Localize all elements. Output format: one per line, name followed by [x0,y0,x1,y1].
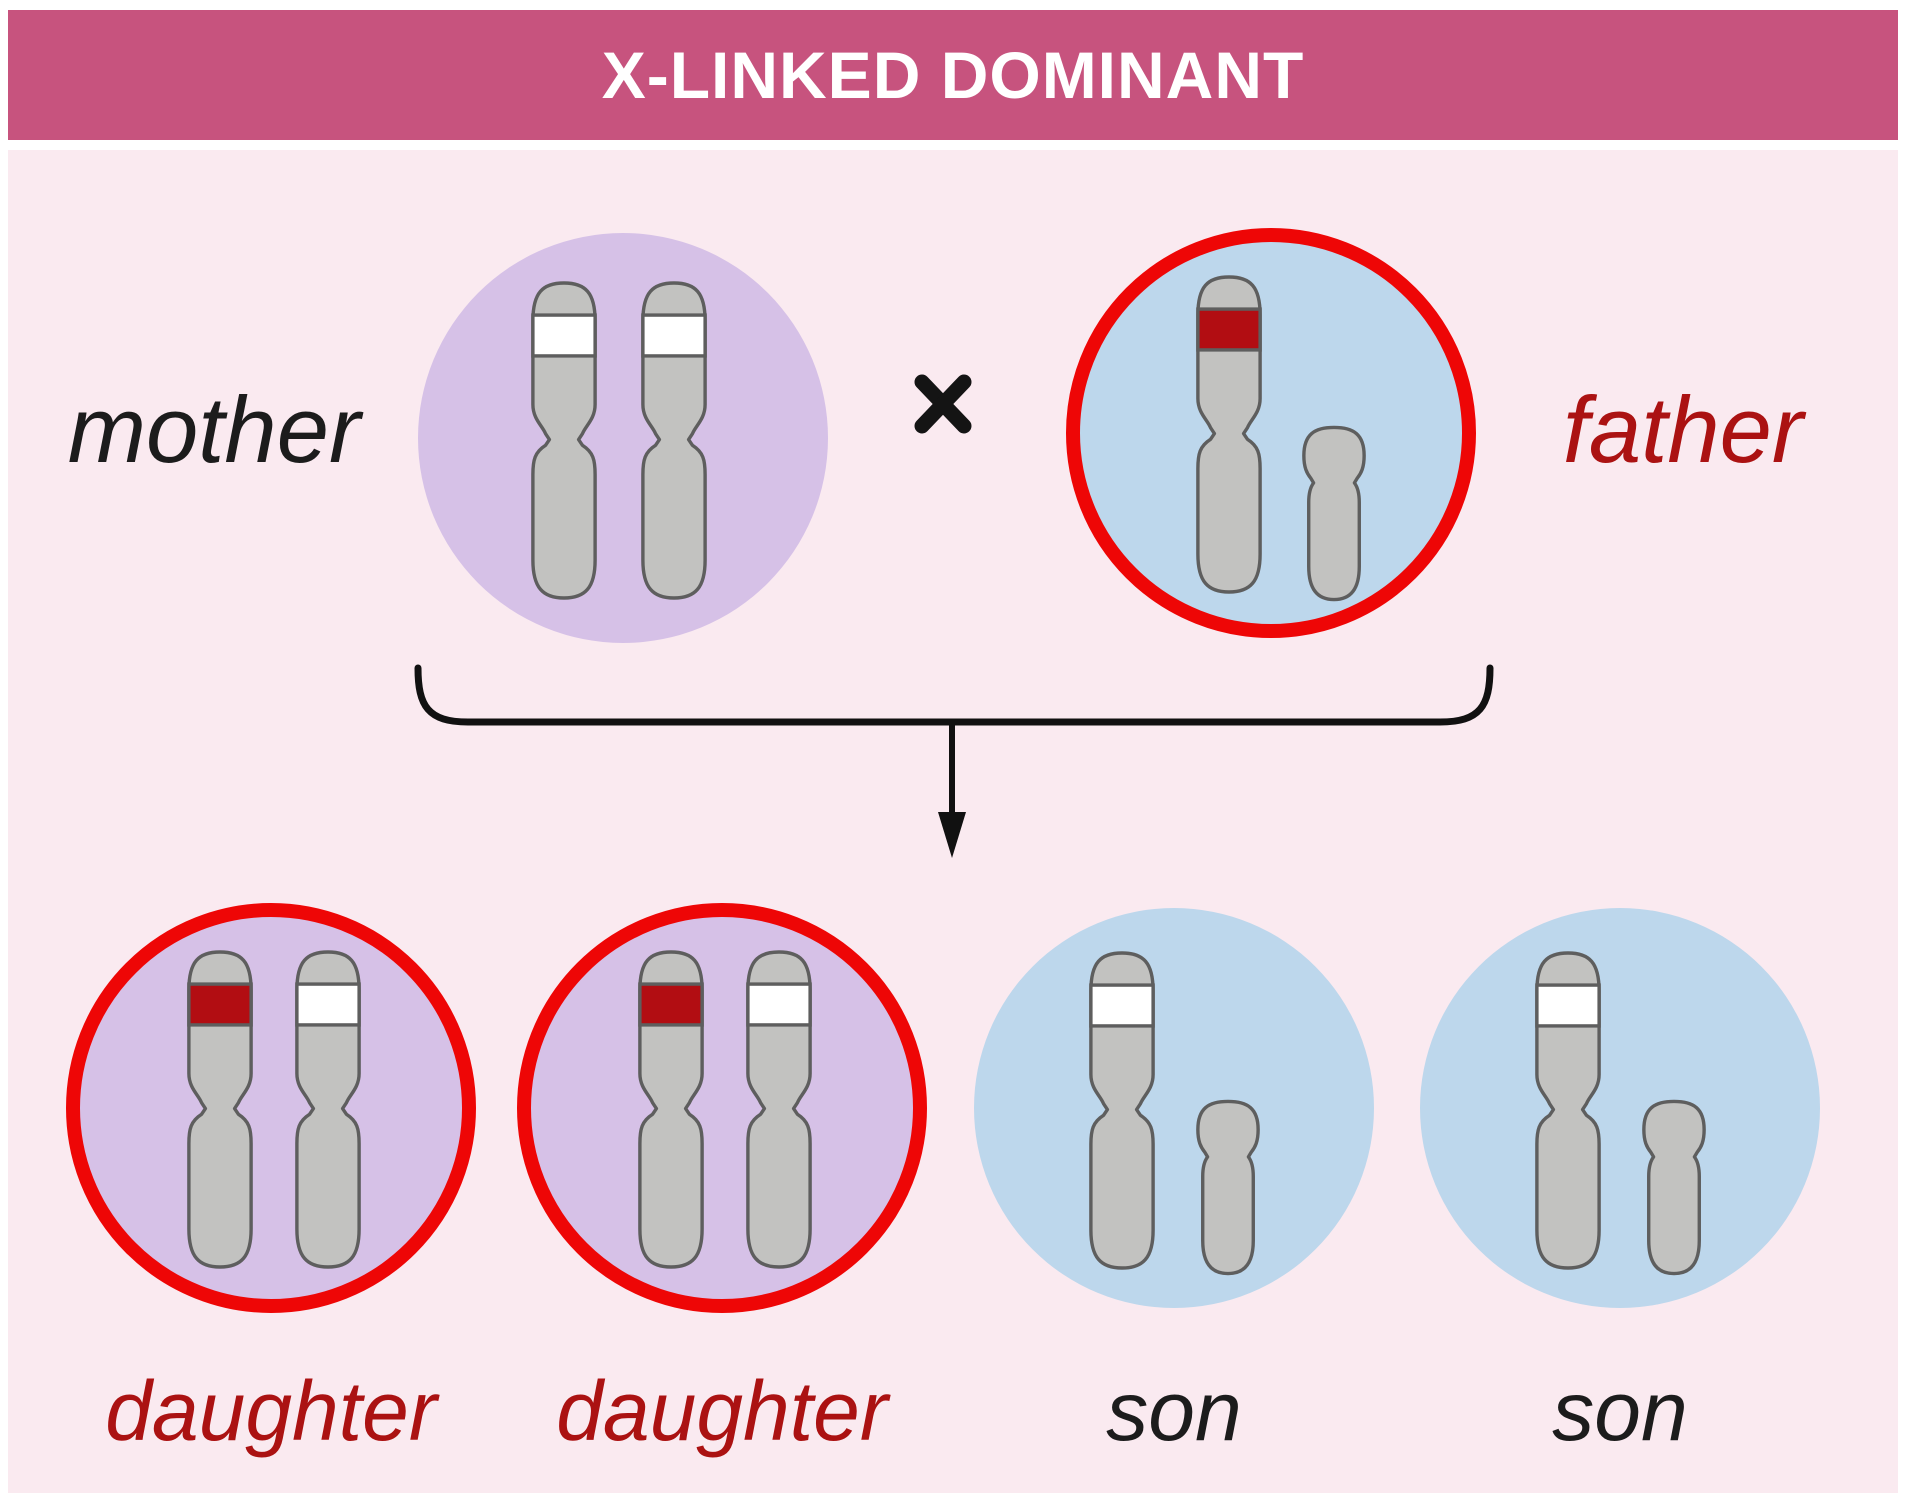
descent-bracket-arrow [414,664,1494,858]
title-bar: X-LINKED DOMINANT [8,10,1898,140]
father-circle [1066,228,1476,638]
x-band-affected [187,982,253,1027]
mother-circle [418,233,828,643]
x-chromosome [531,281,597,600]
y-chromosome [1302,425,1366,602]
mother-label: mother [67,377,361,482]
x-band [1535,983,1601,1028]
diagram-panel: mother fa [8,150,1898,1493]
cross-icon [914,374,972,434]
daughter-2-circle [517,903,927,1313]
x-band [531,313,597,358]
x-chromosome [187,950,253,1269]
page-title: X-LINKED DOMINANT [601,38,1305,112]
x-chromosome [641,281,707,600]
y-chromosome [1196,1099,1260,1276]
x-chromosome [1196,275,1262,594]
x-band [1089,983,1155,1028]
x-band [746,982,812,1027]
son-2-circle [1420,908,1820,1308]
daughter-1-circle [66,903,476,1313]
x-band-affected [638,982,704,1027]
x-band [641,313,707,358]
x-band-affected [1196,307,1262,352]
son-2-label: son [1552,1364,1688,1458]
y-chromosome [1642,1099,1706,1276]
son-1-label: son [1106,1364,1242,1458]
bracket [414,664,1494,726]
daughter-2-label: daughter [556,1364,888,1458]
x-chromosome [1089,951,1155,1270]
son-1-circle [974,908,1374,1308]
x-chromosome [295,950,361,1269]
daughter-1-label: daughter [105,1364,437,1458]
arrow-head-icon [938,812,966,858]
father-label: father [1562,377,1804,482]
x-band [295,982,361,1027]
x-chromosome [638,950,704,1269]
x-chromosome [746,950,812,1269]
x-chromosome [1535,951,1601,1270]
